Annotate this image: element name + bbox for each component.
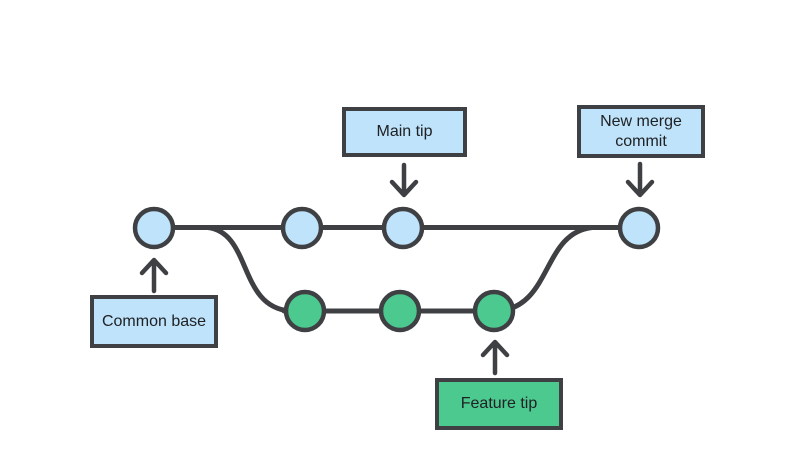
label-new-merge-commit-text: New merge commit <box>600 112 682 150</box>
commit-node-common-base <box>132 206 176 250</box>
branch-off-curve <box>205 225 293 314</box>
arrow-down-icon <box>625 161 655 198</box>
commit-node-feature-tip <box>472 289 516 333</box>
label-common-base: Common base <box>90 295 218 348</box>
commit-node-main-tip <box>381 206 425 250</box>
commit-node-feature-1 <box>283 289 327 333</box>
label-main-tip: Main tip <box>342 107 467 157</box>
label-new-merge-commit: New merge commit <box>577 105 705 158</box>
commit-node-merge-commit <box>617 206 661 250</box>
arrow-up-icon <box>139 257 169 294</box>
arrow-up-icon <box>480 339 510 376</box>
label-main-tip-text: Main tip <box>376 123 433 140</box>
label-common-base-text: Common base <box>101 312 207 330</box>
commit-node-feature-2 <box>378 289 422 333</box>
label-feature-tip: Feature tip <box>435 378 563 430</box>
commit-node-main-2 <box>280 206 324 250</box>
label-feature-tip-text: Feature tip <box>460 395 538 412</box>
merge-curve <box>495 225 595 314</box>
arrow-down-icon <box>389 162 419 198</box>
